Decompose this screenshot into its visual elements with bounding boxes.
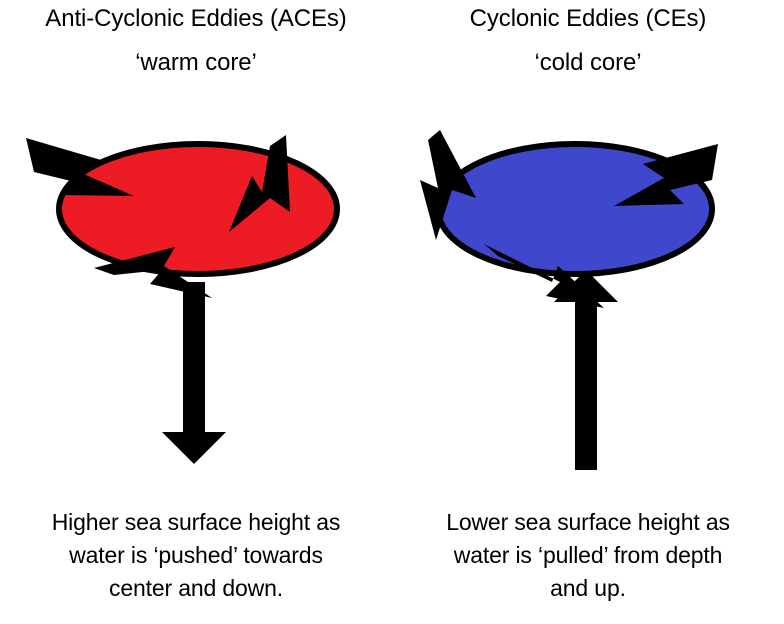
circulation-arrowhead-bottom-icon: [94, 247, 212, 298]
vertical-arrow-up-icon: [554, 270, 618, 470]
caption-line: center and down.: [108, 575, 284, 601]
vertical-arrow-down-icon: [162, 282, 226, 464]
eddy-stage-anti-cyclonic: [0, 112, 392, 492]
circulation-arrowhead-upper-left-icon: [420, 130, 476, 240]
panel-title-anti-cyclonic: Anti-Cyclonic Eddies (ACEs): [45, 5, 347, 32]
panel-subtitle-cyclonic: ‘cold core’: [534, 49, 642, 76]
panel-subtitle-anti-cyclonic: ‘warm core’: [135, 49, 257, 76]
panel-cyclonic: Cyclonic Eddies (CEs) ‘cold core’ Lower …: [392, 0, 784, 624]
caption-line: Higher sea surface height as: [51, 509, 341, 535]
panel-title-cyclonic: Cyclonic Eddies (CEs): [469, 5, 707, 32]
eddy-stage-cyclonic: [392, 112, 784, 492]
panel-caption-anti-cyclonic: Higher sea surface height as water is ‘p…: [8, 506, 384, 605]
circulation-arrowhead-upper-right-icon: [614, 144, 718, 206]
caption-line: Lower sea surface height as: [446, 509, 730, 535]
panel-caption-cyclonic: Lower sea surface height as water is ‘pu…: [400, 506, 776, 605]
caption-line: water is ‘pulled’ from depth: [453, 542, 723, 568]
caption-line: water is ‘pushed’ towards: [69, 542, 323, 568]
circulation-arrowhead-upper-right-icon: [229, 135, 290, 232]
eddy-ellipse-warm-core: [56, 141, 340, 277]
caption-line: and up.: [550, 575, 626, 601]
circulation-arrowhead-upper-left-icon: [26, 138, 134, 196]
panel-anti-cyclonic: Anti-Cyclonic Eddies (ACEs) ‘warm core’ …: [0, 5, 392, 605]
circulation-arrowhead-bottom-icon: [484, 244, 604, 308]
